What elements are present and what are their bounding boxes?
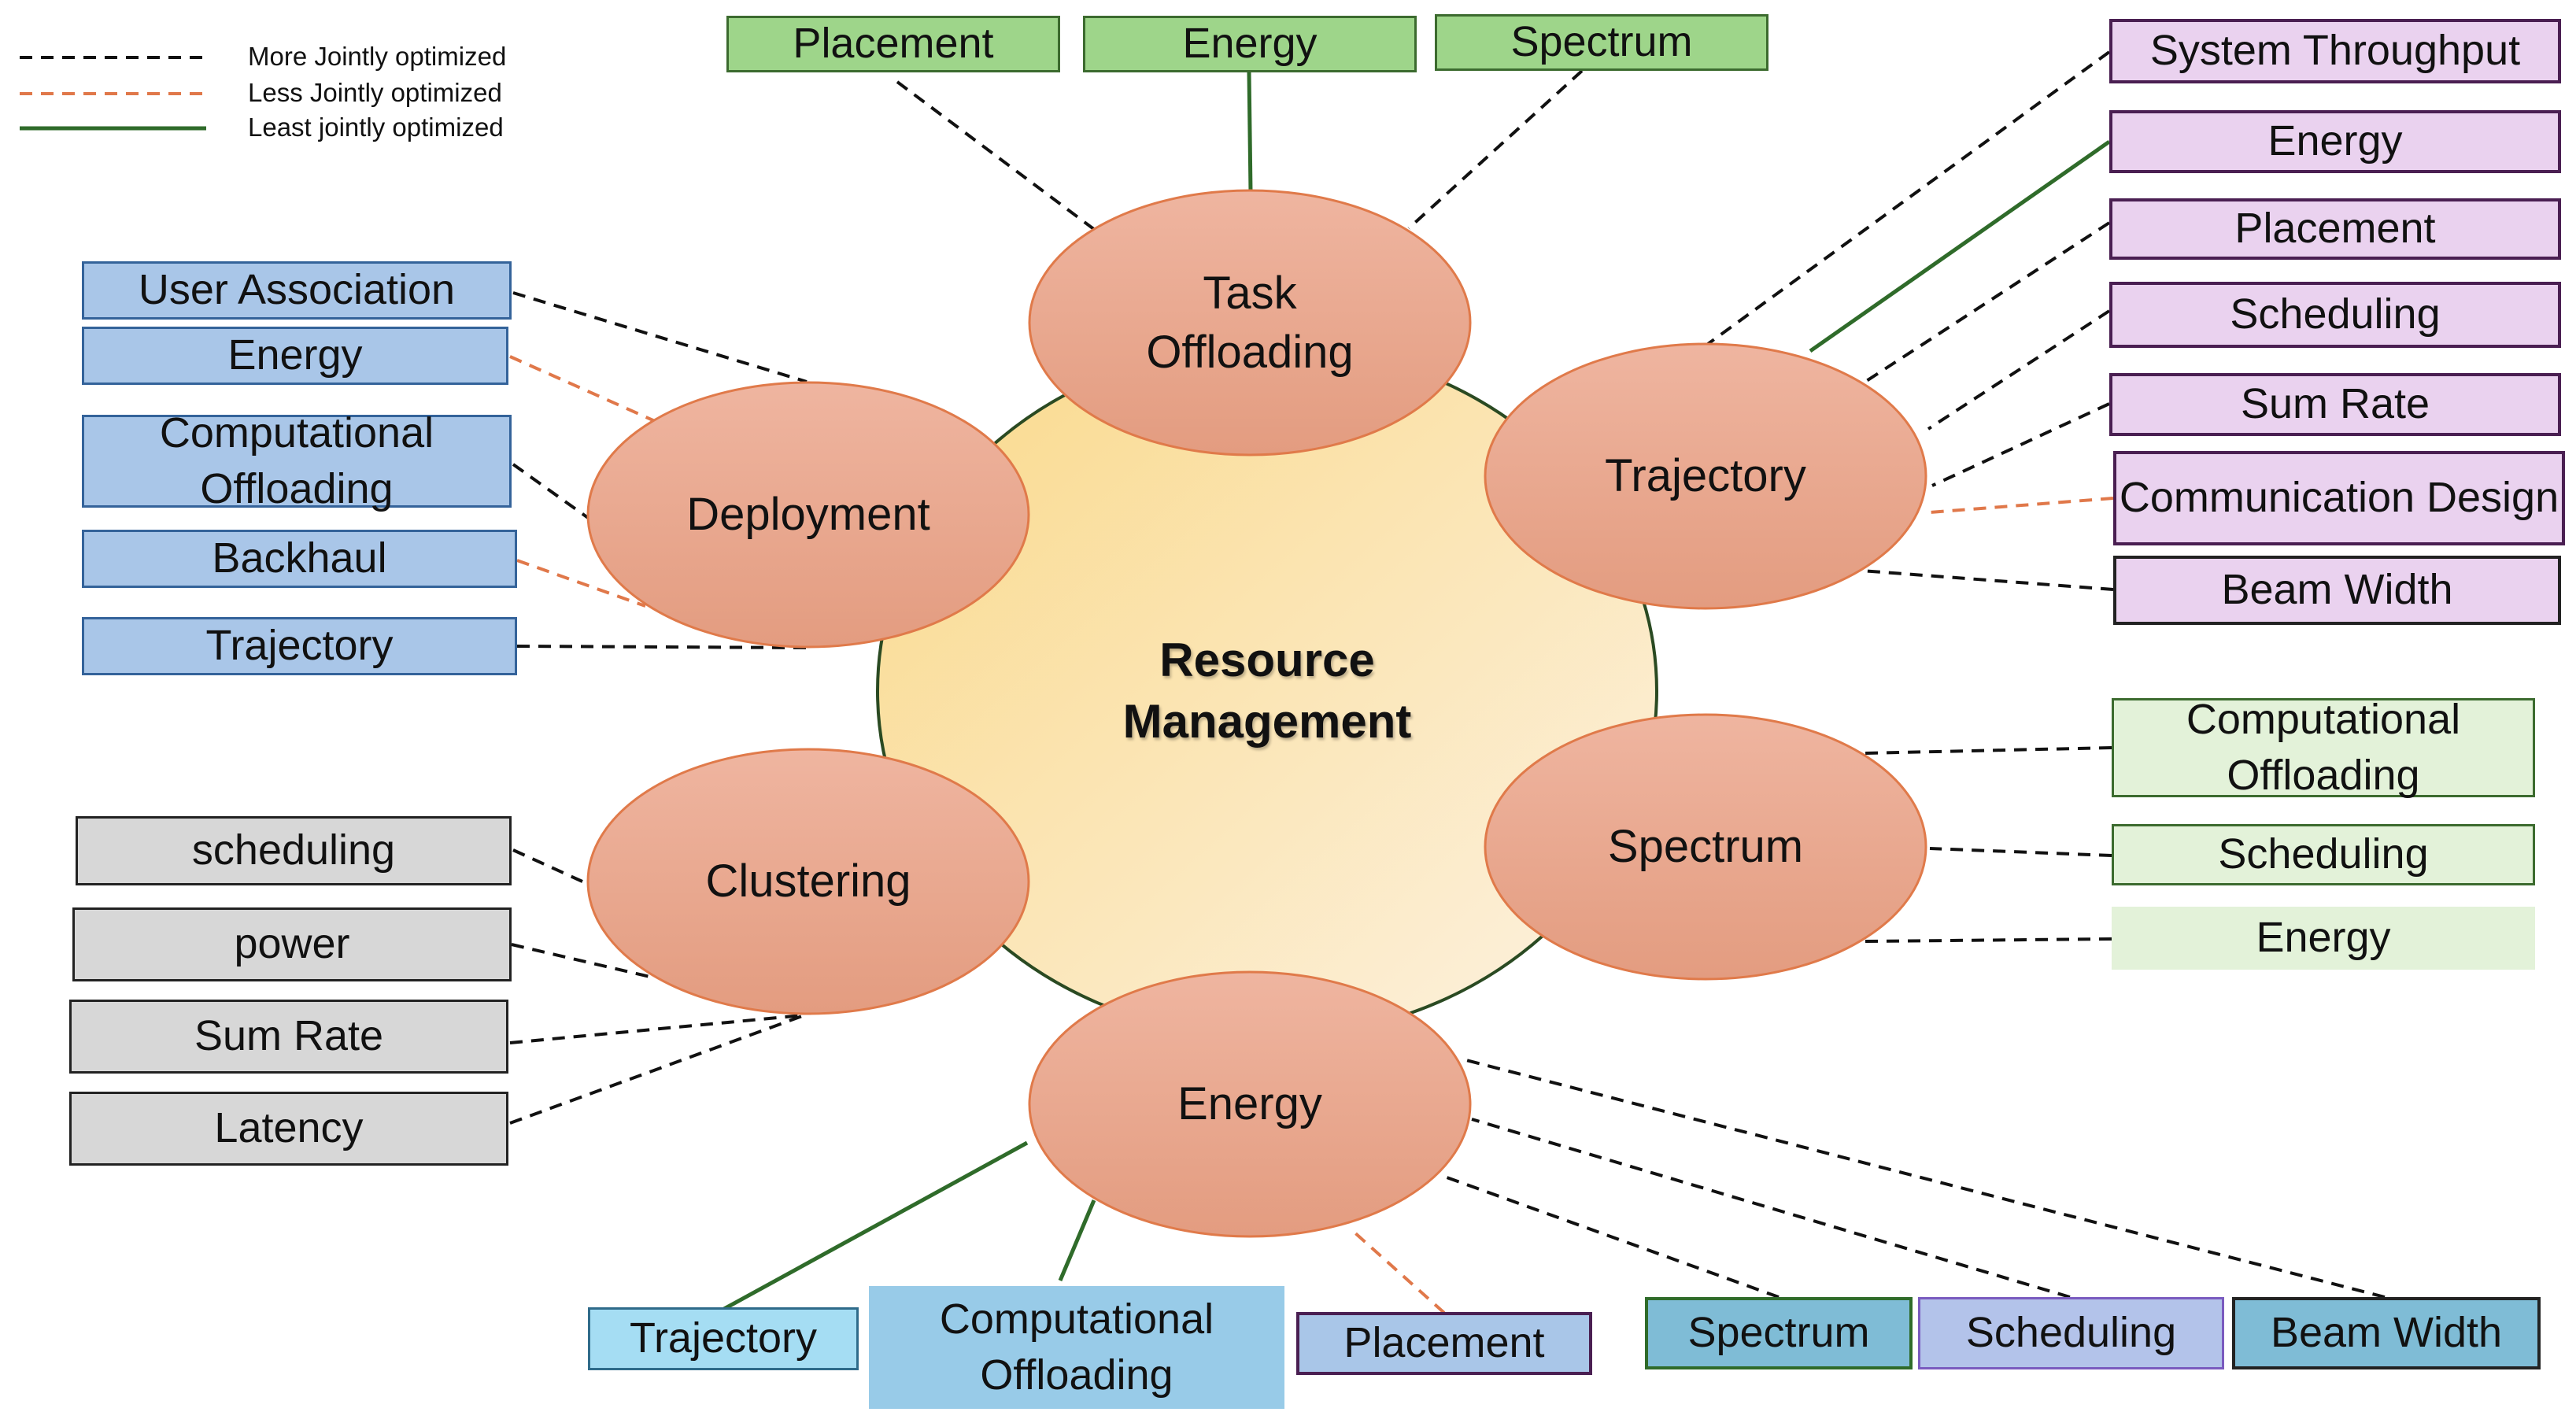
- connector-energy-trajectory: [723, 1140, 1029, 1311]
- connector-trajectory-energy: [1809, 139, 2111, 353]
- connector-trajectory-placement: [1864, 221, 2111, 383]
- trajectory-item-communication-design: Communication Design: [2113, 451, 2565, 545]
- energy-item-computational-offloading: Computational Offloading: [869, 1286, 1284, 1409]
- connector-deployment-backhaul: [516, 559, 646, 608]
- deployment-item-user-association: User Association: [82, 261, 512, 320]
- energy-node: Energy: [1177, 1078, 1322, 1130]
- connector-trajectory-sum-rate: [1931, 402, 2110, 487]
- energy-ellipse: [1028, 970, 1472, 1238]
- task-offloading-line2: Offloading: [1146, 327, 1354, 378]
- task-offloading-item-energy: Energy: [1083, 16, 1417, 72]
- spectrum-node: Spectrum: [1607, 821, 1804, 873]
- clustering-item-power: power: [72, 907, 512, 981]
- spectrum-ellipse: [1484, 713, 1927, 981]
- connector-task-spectrum: [1407, 69, 1584, 230]
- spectrum-item-computational-offloading: Computational Offloading: [2112, 696, 2535, 799]
- trajectory-item-system-throughput: System Throughput: [2109, 19, 2561, 83]
- trajectory-item-energy: Energy: [2109, 110, 2561, 173]
- spectrum-item-energy: Energy: [2112, 907, 2535, 970]
- spectrum-item-scheduling: Scheduling: [2112, 824, 2535, 885]
- connector-deployment-computational-offloading: [512, 463, 592, 521]
- connector-spectrum-scheduling: [1929, 847, 2112, 857]
- task-offloading-item-placement: Placement: [726, 16, 1060, 72]
- connector-trajectory-communication-design: [1929, 497, 2114, 514]
- clustering-item-scheduling: scheduling: [76, 816, 512, 885]
- deployment-item-backhaul: Backhaul: [82, 530, 517, 588]
- energy-item-placement: Placement: [1296, 1312, 1592, 1375]
- connector-trajectory-scheduling: [1927, 309, 2111, 431]
- resource-management-line2: Management: [1122, 695, 1412, 748]
- deployment-item-trajectory: Trajectory: [82, 617, 517, 675]
- connector-deployment-trajectory: [516, 645, 811, 649]
- connector-clustering-power: [511, 943, 654, 979]
- task-offloading-ellipse: [1028, 189, 1472, 456]
- connector-energy-computational-offloading: [1058, 1199, 1096, 1281]
- resource-management-line1: Resource: [1159, 634, 1375, 686]
- clustering-node: Clustering: [705, 856, 911, 907]
- trajectory-item-placement: Placement: [2109, 198, 2561, 260]
- clustering-item-latency: Latency: [69, 1092, 508, 1166]
- resource-management-label: Resource Management: [1086, 630, 1448, 752]
- deployment-item-computational-offloading: Computational Offloading: [82, 409, 512, 512]
- deployment-connectors: [509, 291, 811, 649]
- connector-energy-beam-width: [1459, 1057, 2386, 1299]
- energy-item-trajectory: Trajectory: [588, 1307, 859, 1370]
- deployment-node: Deployment: [686, 489, 930, 541]
- energy-item-spectrum: Spectrum: [1645, 1297, 1913, 1369]
- spectrum-connectors: [1865, 746, 2112, 943]
- clustering-item-sum-rate: Sum Rate: [69, 1000, 508, 1074]
- trajectory-item-beam-width: Beam Width: [2113, 556, 2561, 625]
- connector-deployment-user-association: [512, 291, 808, 383]
- energy-item-scheduling: Scheduling: [1918, 1297, 2224, 1369]
- clustering-connectors: [509, 848, 811, 1125]
- deployment-item-energy: Energy: [82, 327, 508, 385]
- connector-task-energy: [1247, 72, 1253, 192]
- trajectory-connectors: [1706, 50, 2114, 591]
- legend-least-jointly-label: Least jointly optimized: [248, 113, 504, 142]
- task-offloading-item-spectrum: Spectrum: [1435, 14, 1768, 71]
- task-offloading-connectors: [896, 69, 1584, 234]
- trajectory-ellipse: [1484, 342, 1927, 610]
- legend: [20, 56, 206, 131]
- trajectory-item-sum-rate: Sum Rate: [2109, 373, 2561, 436]
- connector-clustering-scheduling: [512, 848, 583, 883]
- legend-more-jointly-label: More Jointly optimized: [248, 42, 507, 71]
- connector-clustering-sum-rate: [509, 1014, 804, 1044]
- energy-item-beam-width: Beam Width: [2232, 1297, 2541, 1369]
- legend-less-jointly-label: Less Jointly optimized: [248, 78, 502, 107]
- connector-clustering-latency: [509, 1011, 811, 1125]
- task-offloading-line1: Task: [1203, 267, 1297, 319]
- connector-energy-placement: [1352, 1230, 1446, 1314]
- deployment-ellipse: [586, 381, 1030, 649]
- connector-energy-spectrum: [1440, 1174, 1780, 1299]
- connector-deployment-energy: [509, 355, 656, 423]
- trajectory-node: Trajectory: [1605, 450, 1806, 502]
- connector-energy-scheduling: [1471, 1118, 2071, 1299]
- energy-connectors: [723, 1057, 2386, 1314]
- task-offloading-node: Task Offloading: [1029, 190, 1470, 455]
- trajectory-item-scheduling: Scheduling: [2109, 282, 2561, 348]
- clustering-ellipse: [586, 748, 1030, 1015]
- connector-trajectory-system-throughput: [1706, 50, 2111, 346]
